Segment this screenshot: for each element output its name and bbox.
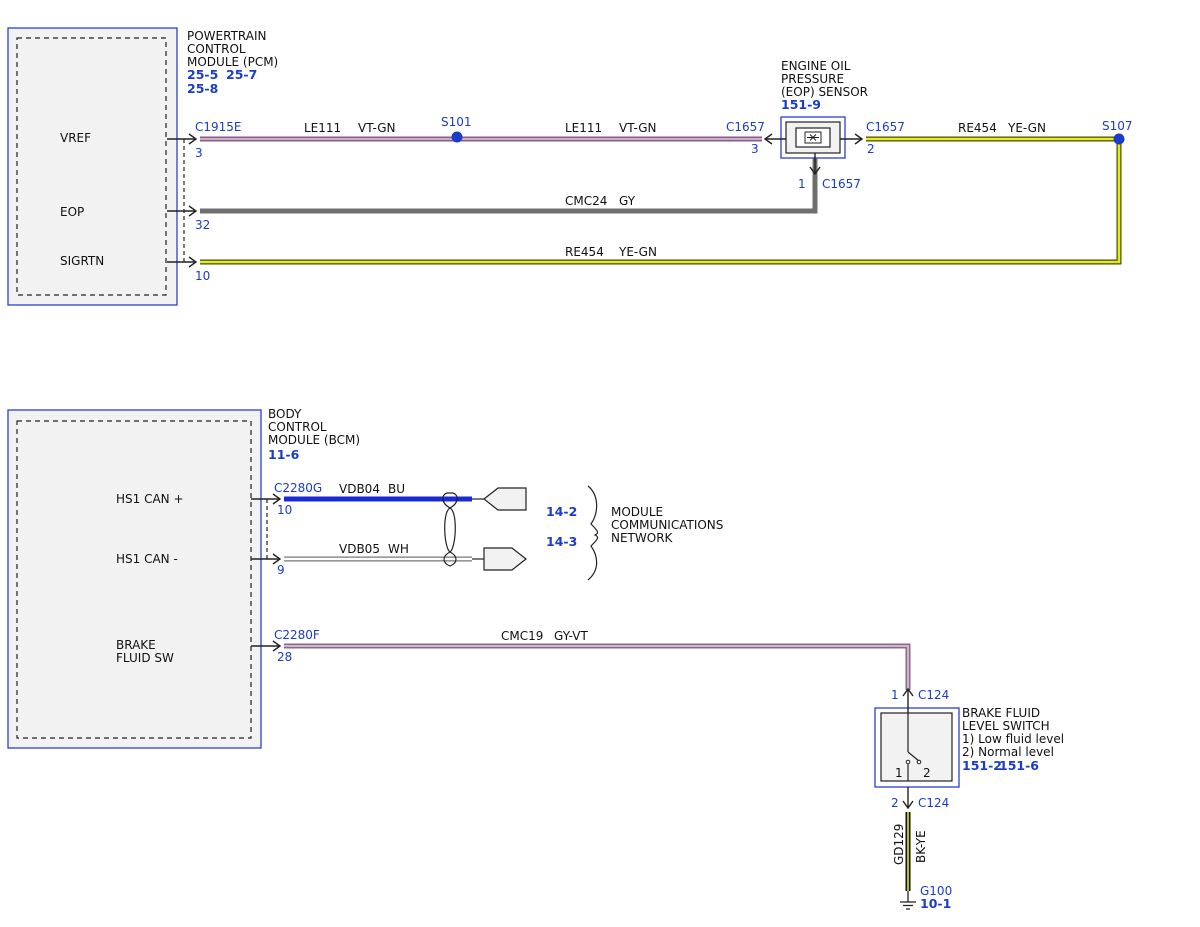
pcm-connector-c1915e[interactable]: C1915E	[195, 120, 242, 134]
ground-icon	[900, 891, 916, 910]
switch-connector-bottom[interactable]: C124	[918, 796, 949, 810]
splice-s101[interactable]	[451, 131, 463, 143]
bcm-pin-brake-line2: FLUID SW	[116, 651, 174, 665]
bcm-pin-arrows	[251, 493, 282, 652]
wire-color-gy: GY	[619, 194, 636, 208]
wire-color-vt-gn-a: VT-GN	[358, 121, 395, 135]
pcm-module: VREF EOP SIGRTN	[7, 27, 178, 306]
switch-title-line1: BRAKE FLUID	[962, 706, 1040, 720]
wire-label-re454-top: RE454	[958, 121, 997, 135]
switch-title-line2: LEVEL SWITCH	[962, 719, 1050, 733]
wire-label-vdb04: VDB04	[339, 482, 380, 496]
wire-color-ye-gn-top: YE-GN	[1007, 121, 1046, 135]
wire-label-vdb05: VDB05	[339, 542, 380, 556]
bcm-pin-9: 9	[277, 563, 285, 577]
pcm-pin-arrows	[167, 133, 198, 268]
switch-pin-1: 1	[891, 688, 899, 702]
pcm-pin-vref-label: VREF	[60, 131, 91, 145]
switch-position-2: 2	[923, 766, 931, 780]
switch-ref-151-2[interactable]: 151-2	[962, 758, 1002, 773]
pcm-pin-32: 32	[195, 218, 210, 232]
eop-title-line3: (EOP) SENSOR	[781, 85, 868, 99]
bcm-title-line3: MODULE (BCM)	[268, 433, 360, 447]
wire-cmc19-gy-vt	[284, 643, 911, 690]
network-connector-hi[interactable]	[483, 487, 527, 511]
eop-connector-right[interactable]: C1657	[866, 120, 905, 134]
bcm-module: HS1 CAN + HS1 CAN - BRAKE FLUID SW	[7, 409, 262, 749]
network-label-line1: MODULE	[611, 505, 663, 519]
bcm-connector-c2280g[interactable]: C2280G	[274, 481, 322, 495]
eop-ref-151-9[interactable]: 151-9	[781, 97, 821, 112]
pcm-title-line1: POWERTRAIN	[187, 29, 267, 43]
bcm-title: BODY CONTROL MODULE (BCM) 11-6	[268, 407, 360, 462]
splice-s107[interactable]	[1113, 133, 1125, 145]
eop-connector-bottom[interactable]: C1657	[822, 177, 861, 191]
eop-sensor[interactable]	[780, 116, 846, 159]
bcm-pin-brake-line1: BRAKE	[116, 638, 156, 652]
wire-color-wh: WH	[388, 542, 409, 556]
wire-color-bk-ye: BK-YE	[914, 830, 928, 863]
pcm-title-line3: MODULE (PCM)	[187, 55, 278, 69]
switch-position-1: 1	[895, 766, 903, 780]
bcm-connector-c2280f[interactable]: C2280F	[274, 628, 320, 642]
pcm-ref-25-5[interactable]: 25-5	[187, 67, 218, 82]
wire-color-gy-vt: GY-VT	[554, 629, 588, 643]
wire-label-cmc19: CMC19	[501, 629, 543, 643]
wire-cmc24-gy	[200, 153, 818, 214]
switch-pin-2: 2	[891, 796, 899, 810]
pcm-pin-10: 10	[195, 269, 210, 283]
network-label-line3: NETWORK	[611, 531, 674, 545]
network-ref-14-2[interactable]: 14-2	[546, 504, 577, 519]
wire-color-bu: BU	[388, 482, 405, 496]
ground-ref-10-1[interactable]: 10-1	[920, 896, 951, 911]
bcm-title-line1: BODY	[268, 407, 302, 421]
wire-color-vt-gn-b: VT-GN	[619, 121, 656, 135]
eop-title-line1: ENGINE OIL	[781, 59, 851, 73]
network-brace	[587, 485, 599, 581]
wire-label-re454-bottom: RE454	[565, 245, 604, 259]
eop-connector-left[interactable]: C1657	[726, 120, 765, 134]
switch-note-2: 2) Normal level	[962, 745, 1054, 759]
splice-s101-label: S101	[441, 115, 472, 129]
brake-fluid-level-switch[interactable]	[874, 707, 960, 788]
network-ref-14-3[interactable]: 14-3	[546, 534, 577, 549]
switch-ref-151-6[interactable]: 151-6	[999, 758, 1039, 773]
switch-connector-top[interactable]: C124	[918, 688, 949, 702]
splice-s107-label: S107	[1102, 119, 1133, 133]
switch-title: BRAKE FLUID LEVEL SWITCH 1) Low fluid le…	[962, 706, 1064, 773]
switch-note-1: 1) Low fluid level	[962, 732, 1064, 746]
eop-sensor-title: ENGINE OIL PRESSURE (EOP) SENSOR 151-9	[781, 59, 868, 112]
pcm-ref-25-7[interactable]: 25-7	[226, 67, 257, 82]
pcm-pin-sigrtn-label: SIGRTN	[60, 254, 104, 268]
twisted-pair-symbol	[442, 492, 458, 567]
wire-label-le111-b: LE111	[565, 121, 602, 135]
eop-pin-3: 3	[751, 142, 759, 156]
pcm-title-line2: CONTROL	[187, 42, 246, 56]
wire-re454-ye-gn	[200, 136, 1122, 265]
network-connector-lo[interactable]	[483, 547, 527, 571]
eop-title-line2: PRESSURE	[781, 72, 844, 86]
pcm-title: POWERTRAIN CONTROL MODULE (PCM) 25-5 25-…	[187, 29, 278, 96]
bcm-pin-can-lo-label: HS1 CAN -	[116, 552, 178, 566]
network-label-line2: COMMUNICATIONS	[611, 518, 723, 532]
eop-sensor-pin-arrows	[763, 133, 864, 176]
eop-pin-2: 2	[867, 142, 875, 156]
wire-color-ye-gn-bottom: YE-GN	[618, 245, 657, 259]
bcm-title-line2: CONTROL	[268, 420, 327, 434]
wire-label-cmc24: CMC24	[565, 194, 607, 208]
switch-pin-arrows	[902, 687, 914, 810]
pcm-pin-3: 3	[195, 146, 203, 160]
pcm-pin-eop-label: EOP	[60, 205, 84, 219]
pcm-ref-25-8[interactable]: 25-8	[187, 81, 218, 96]
eop-pin-1: 1	[798, 177, 806, 191]
wire-label-le111-a: LE111	[304, 121, 341, 135]
bcm-pin-10: 10	[277, 503, 292, 517]
bcm-pin-28: 28	[277, 650, 292, 664]
ground-g100-label: G100	[920, 884, 952, 898]
bcm-pin-can-hi-label: HS1 CAN +	[116, 492, 184, 506]
wire-label-gd129: GD129	[892, 824, 906, 865]
bcm-ref-11-6[interactable]: 11-6	[268, 447, 300, 462]
